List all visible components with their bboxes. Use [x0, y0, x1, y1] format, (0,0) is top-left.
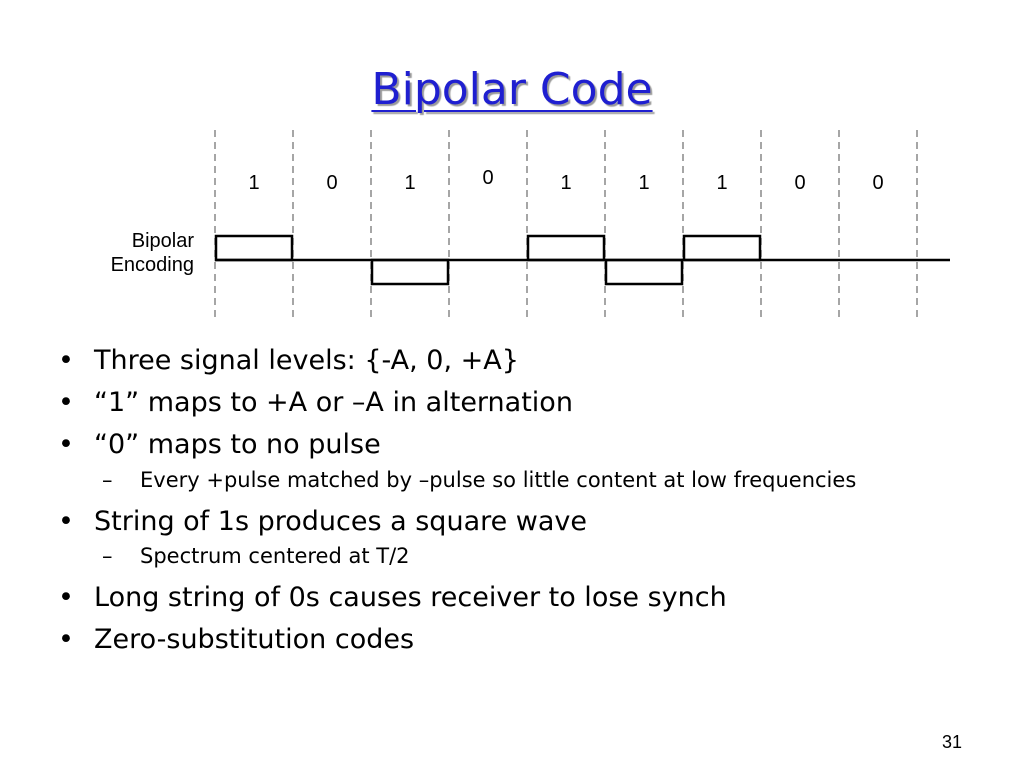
slide-title: Bipolar Code: [371, 64, 653, 115]
bullet-item: Zero-substitution codes: [58, 619, 958, 661]
positive-pulse: [682, 234, 762, 262]
bullet-item: “0” maps to no pulse: [58, 424, 958, 466]
bit-label: 0: [326, 172, 337, 194]
negative-pulse: [604, 258, 684, 286]
encoding-label-line1: Bipolar: [131, 230, 194, 252]
encoding-label-line2: Encoding: [110, 254, 194, 276]
bit-label: 0: [872, 172, 883, 194]
pulse-waveform: [214, 234, 762, 286]
negative-pulse: [370, 258, 450, 286]
bit-label: 1: [404, 172, 415, 194]
bit-labels: 1 0 1 0 1 1 1 0 0: [248, 167, 883, 194]
bit-label: 1: [248, 172, 259, 194]
positive-pulse: [214, 234, 294, 262]
bullet-item: Long string of 0s causes receiver to los…: [58, 577, 958, 619]
sub-bullet-item: Spectrum centered at T/2: [58, 542, 958, 571]
bipolar-encoding-diagram: 1 0 1 0 1 1 1 0 0: [214, 130, 950, 318]
bullet-item: Three signal levels: {-A, 0, +A}: [58, 340, 958, 382]
bit-label: 1: [560, 172, 571, 194]
bit-boundary-lines: [214, 130, 918, 318]
encoding-label: Bipolar Encoding: [111, 229, 194, 277]
bit-label: 0: [482, 167, 493, 189]
page-number: 31: [941, 732, 962, 752]
positive-pulse: [526, 234, 606, 262]
bit-label: 0: [794, 172, 805, 194]
sub-bullet-item: Every +pulse matched by –pulse so little…: [58, 466, 958, 495]
bullet-list: Three signal levels: {-A, 0, +A} “1” map…: [58, 340, 958, 661]
bit-label: 1: [638, 172, 649, 194]
bullet-item: “1” maps to +A or –A in alternation: [58, 382, 958, 424]
bit-label: 1: [716, 172, 727, 194]
bullet-item: String of 1s produces a square wave: [58, 501, 958, 543]
